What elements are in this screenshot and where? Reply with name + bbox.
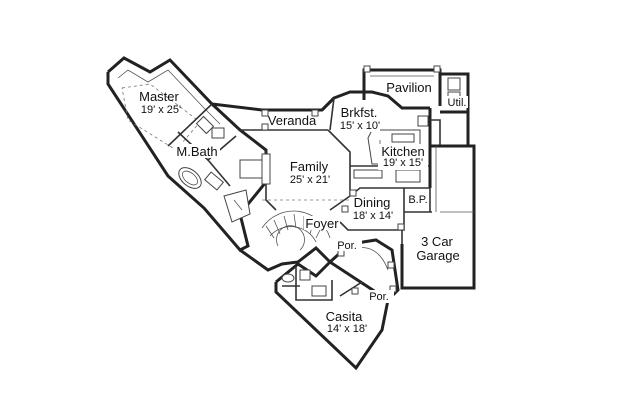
svg-text:Master: Master xyxy=(139,89,179,104)
room-label-family: Family 25' x 21' xyxy=(290,159,330,186)
svg-text:Casita: Casita xyxy=(326,309,364,324)
svg-text:Garage: Garage xyxy=(416,248,459,263)
svg-text:Dining: Dining xyxy=(354,195,391,210)
svg-text:25' x 21': 25' x 21' xyxy=(290,174,330,186)
room-label-garage: 3 Car Garage xyxy=(416,234,459,263)
svg-text:Util.: Util. xyxy=(448,97,467,109)
svg-text:B.P.: B.P. xyxy=(408,194,427,206)
room-label-util: Util. xyxy=(444,96,468,109)
svg-text:M.Bath: M.Bath xyxy=(176,144,217,159)
svg-text:Veranda: Veranda xyxy=(268,113,317,128)
room-label-foyer: Foyer xyxy=(304,216,340,231)
family-foyer-walls xyxy=(239,129,351,272)
svg-text:Family: Family xyxy=(290,159,329,174)
svg-text:3 Car: 3 Car xyxy=(421,234,453,249)
room-label-brkfst: Brkfst. 15' x 10' xyxy=(336,104,380,132)
svg-text:18' x 14': 18' x 14' xyxy=(353,210,393,222)
master-wing-walls xyxy=(106,56,268,252)
svg-text:Por.: Por. xyxy=(369,291,389,303)
room-label-veranda: Veranda xyxy=(268,113,317,128)
room-label-casita: Casita 14' x 18' xyxy=(326,309,368,335)
svg-text:Por.: Por. xyxy=(337,240,357,252)
svg-text:Foyer: Foyer xyxy=(305,216,339,231)
svg-text:15' x 10': 15' x 10' xyxy=(340,120,380,132)
garage-walls xyxy=(400,144,476,290)
dining-bp-walls xyxy=(339,187,432,231)
room-label-porch-2: Por. xyxy=(366,290,394,303)
room-label-bp: B.P. xyxy=(408,194,427,206)
svg-text:Kitchen: Kitchen xyxy=(381,144,424,159)
svg-text:14' x 18': 14' x 18' xyxy=(327,323,367,335)
svg-text:19' x 15': 19' x 15' xyxy=(383,157,423,169)
svg-text:19' x 25': 19' x 25' xyxy=(141,104,181,116)
room-label-mbath: M.Bath xyxy=(174,144,220,159)
room-label-dining: Dining 18' x 14' xyxy=(353,195,393,222)
room-label-porch-1: Por. xyxy=(334,238,362,252)
svg-text:Pavilion: Pavilion xyxy=(386,80,432,95)
room-label-master: Master 19' x 25' xyxy=(139,89,181,116)
svg-text:Brkfst.: Brkfst. xyxy=(341,105,378,120)
room-label-pavilion: Pavilion xyxy=(386,80,432,95)
room-label-kitchen: Kitchen 19' x 15' xyxy=(378,144,428,170)
